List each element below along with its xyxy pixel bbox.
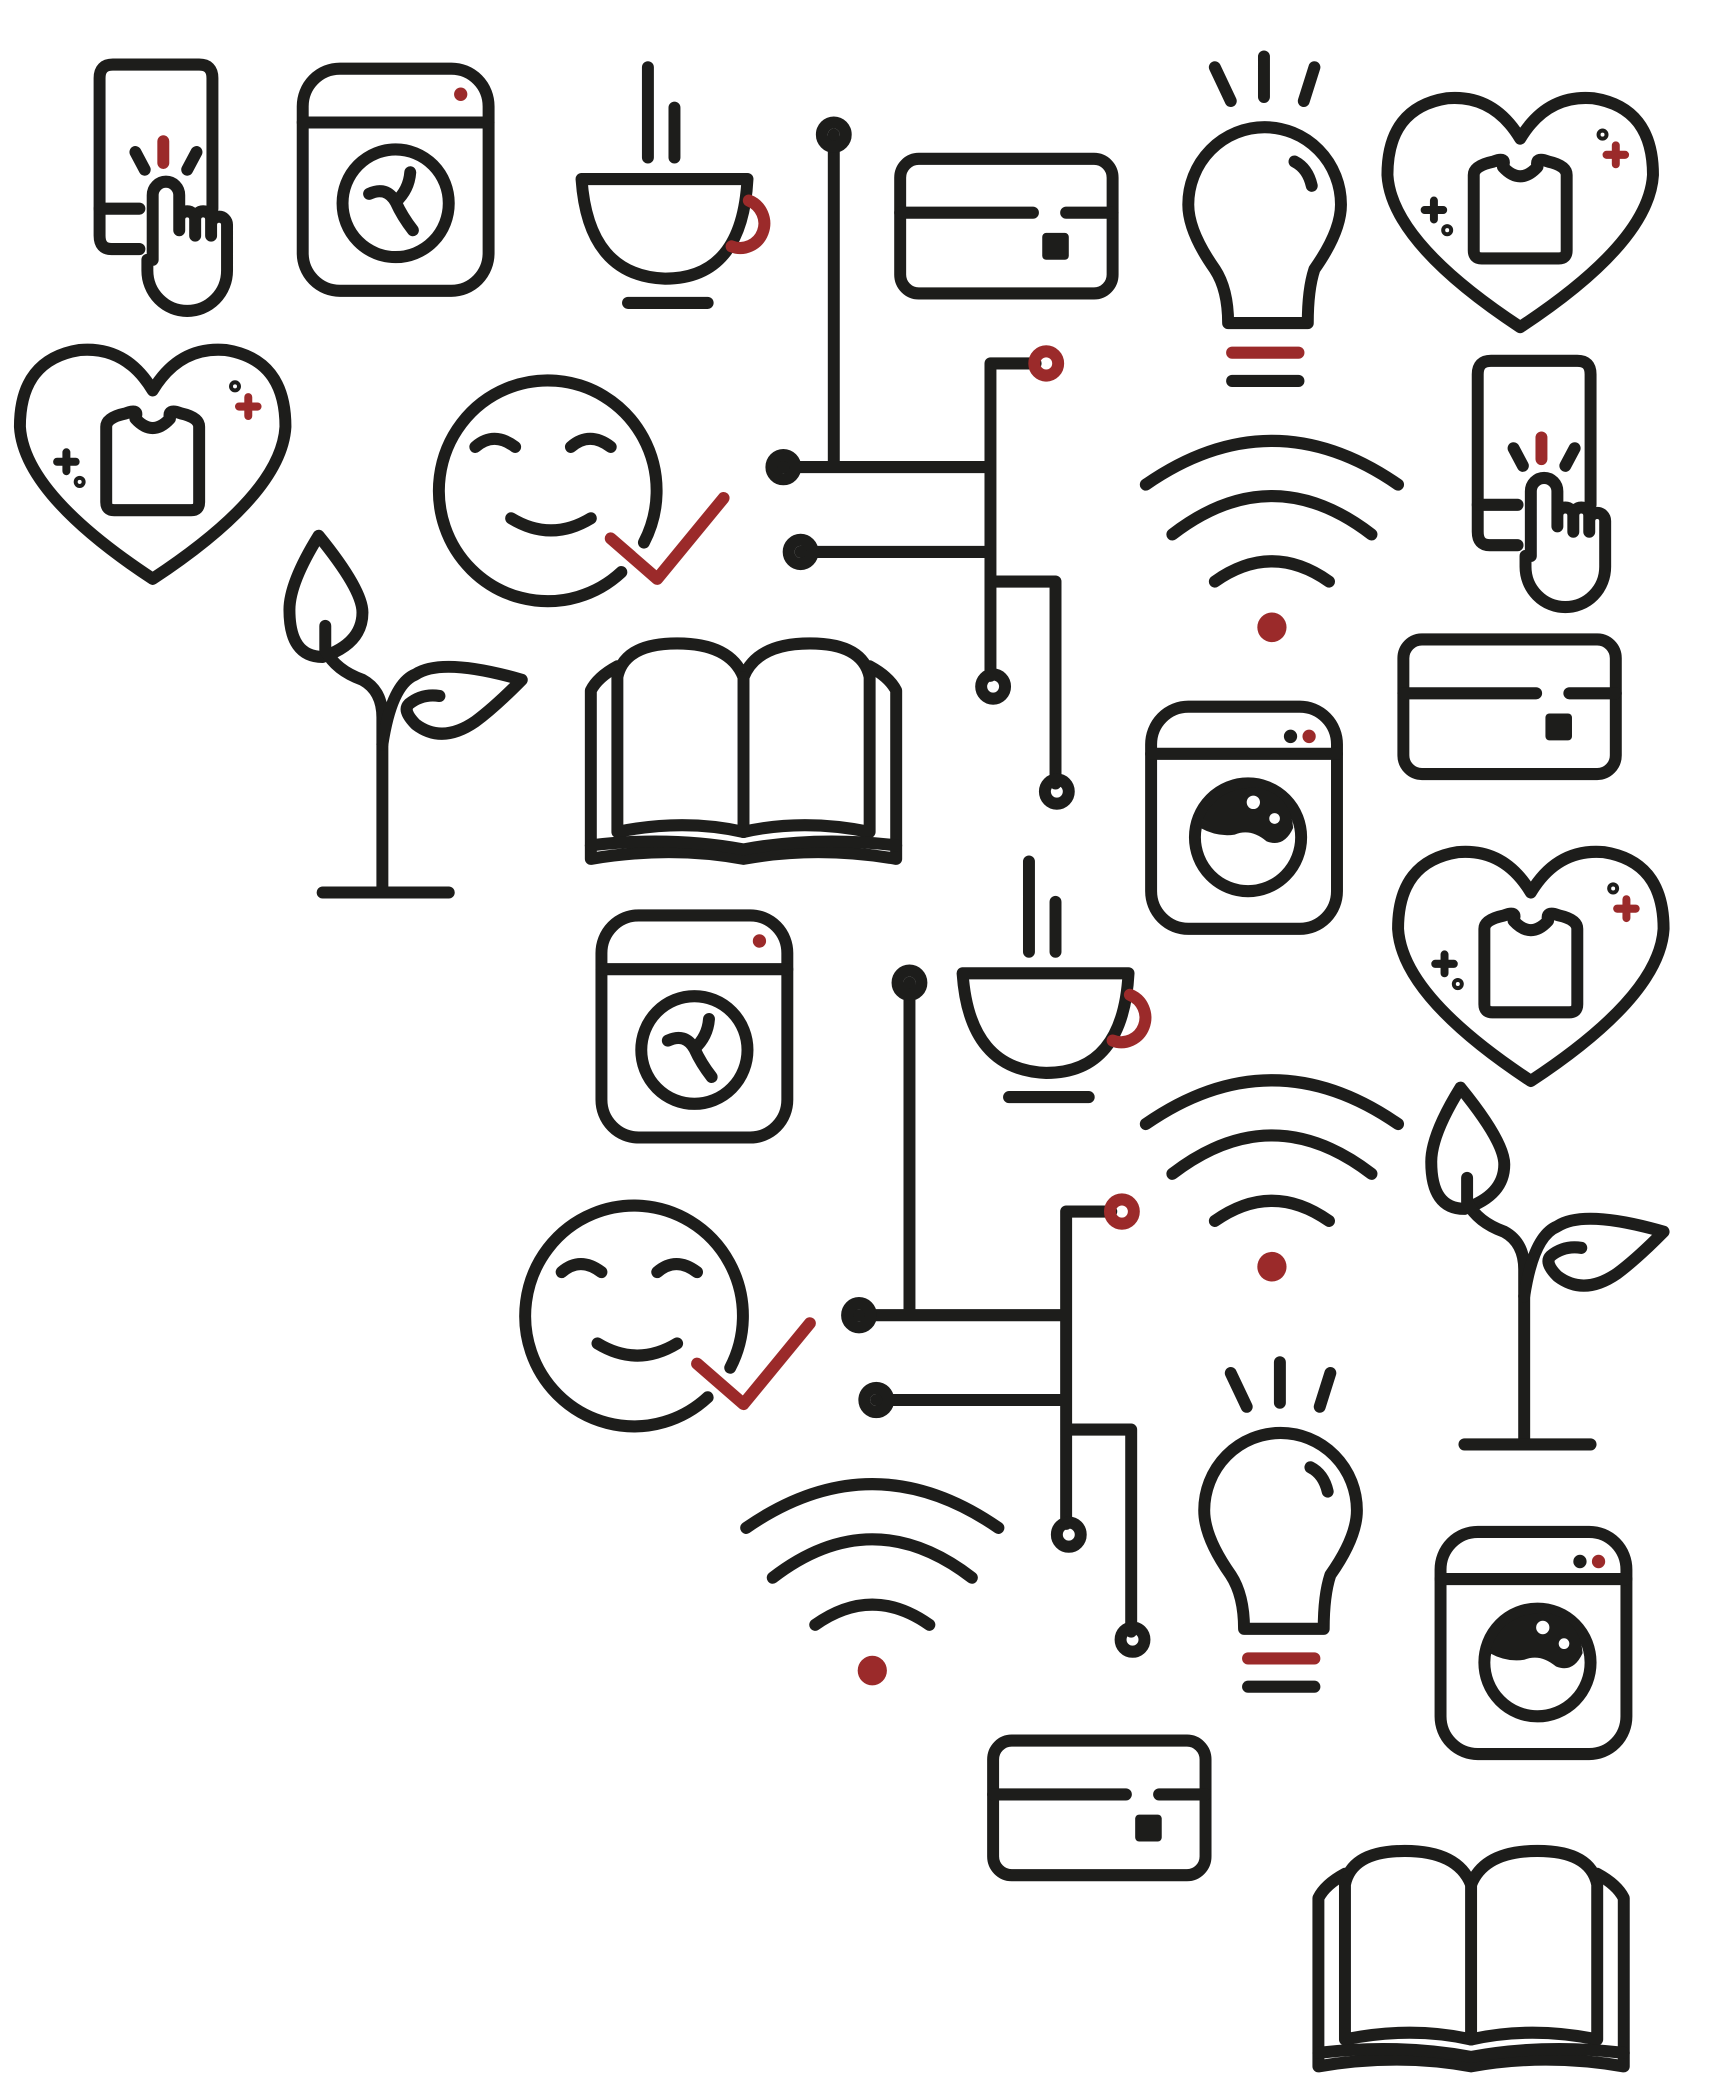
open-book-icon <box>591 643 896 858</box>
wifi-icon <box>746 1484 998 1685</box>
wifi-icon <box>1146 1080 1398 1281</box>
phone-tap-icon <box>1478 361 1605 607</box>
smiley-check-icon <box>525 1206 810 1427</box>
phone-tap-icon <box>100 65 227 311</box>
washing-machine-icon <box>1151 707 1337 929</box>
circuit-icon <box>847 971 1144 1652</box>
open-book-icon <box>1318 1851 1623 2066</box>
washing-machine-icon <box>1441 1532 1627 1754</box>
heart-shirt-icon <box>1387 98 1653 327</box>
lightbulb-icon <box>1188 57 1341 381</box>
credit-card-icon <box>993 1741 1205 1876</box>
smiley-check-icon <box>439 380 724 601</box>
lightbulb-icon <box>1204 1362 1357 1686</box>
circuit-icon <box>771 123 1068 804</box>
washing-machine-icon <box>303 69 489 291</box>
credit-card-icon <box>1403 639 1615 774</box>
coffee-cup-icon <box>582 67 765 303</box>
wifi-icon <box>1146 441 1398 642</box>
washing-machine-icon <box>601 915 787 1137</box>
plant-sprout-icon <box>1431 1088 1663 1445</box>
credit-card-icon <box>900 159 1112 294</box>
coffee-cup-icon <box>963 862 1146 1098</box>
heart-shirt-icon <box>1398 852 1664 1081</box>
heart-shirt-icon <box>20 350 286 579</box>
